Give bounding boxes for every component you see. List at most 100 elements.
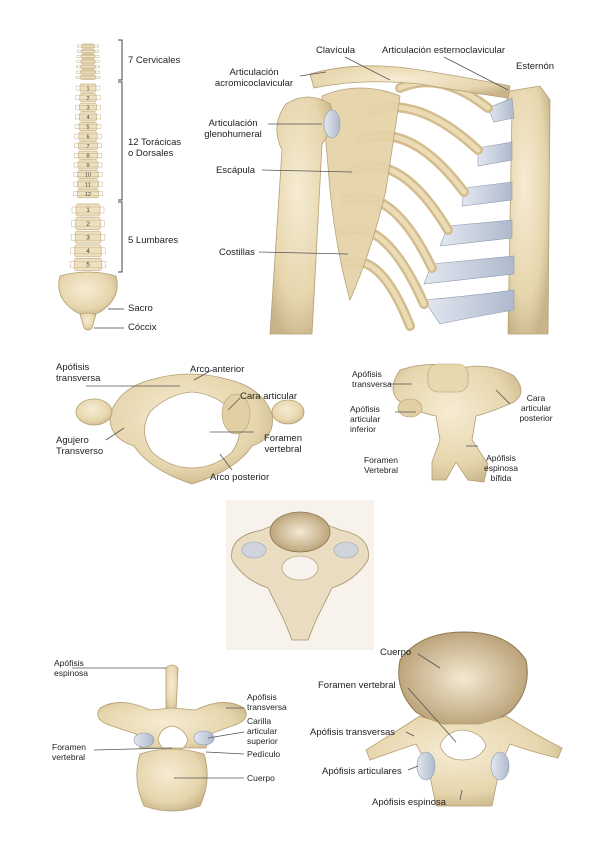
thoracic-leader-lines xyxy=(72,667,245,779)
atlas-leader-lines xyxy=(86,369,254,471)
label-cervicales: 7 Cervicales xyxy=(128,55,181,66)
sacrum-bone xyxy=(58,271,118,316)
lumbar-number-2: 2 xyxy=(86,221,90,228)
label-lum-foramen-vertebral: Foramen vertebral xyxy=(318,680,396,691)
cervical-process-1 xyxy=(77,44,99,48)
thoracic-number-6: 6 xyxy=(86,134,89,140)
label-sacro: Sacro xyxy=(128,303,153,314)
thoracic-process-10 xyxy=(73,172,103,177)
label-clavicula: Clavícula xyxy=(316,45,356,56)
thoracic-number-8: 8 xyxy=(86,154,89,160)
scapula-bone xyxy=(321,87,401,302)
cervical-vertebra-3 xyxy=(80,54,96,59)
label-art-acromioclavicular: Articulación acromicoclavicular xyxy=(214,67,294,89)
sacrum-leader-lines xyxy=(94,308,124,329)
lumbar-process-2 xyxy=(71,220,105,227)
costal-cartilages xyxy=(423,97,515,325)
label-cerv-apofisis-articular-inferior: Apófisis articular inferior xyxy=(350,404,381,434)
thoracic-process-8 xyxy=(74,153,102,158)
label-art-esternoclavicular: Articulación esternoclavicular xyxy=(382,45,506,56)
thoracic-process-9 xyxy=(73,162,103,168)
label-cara-articular: Cara articular xyxy=(240,391,298,402)
thoracic-process-1 xyxy=(75,85,101,91)
thoracic-number-9: 9 xyxy=(86,163,89,169)
coccyx-bone xyxy=(79,312,97,331)
lumbar-body xyxy=(398,631,528,726)
thoracic-number-2: 2 xyxy=(86,96,89,102)
thoracic-spinous xyxy=(165,664,179,713)
thoracic-number-5: 5 xyxy=(86,125,89,131)
thoracic-number-12: 12 xyxy=(85,192,91,198)
thoracic-process-3 xyxy=(75,105,101,110)
label-lum-apofisis-articulares: Apófisis articulares xyxy=(322,766,402,777)
cervical-vertebra-5 xyxy=(80,64,96,70)
label-agujero-transverso: Agujero Transverso xyxy=(56,435,104,457)
thoracic-number-7: 7 xyxy=(86,144,89,150)
cervical-inferior-articular xyxy=(397,398,423,418)
cervical-vertebra-4 xyxy=(80,59,96,65)
lumbar-vertebra-figure xyxy=(365,631,563,807)
label-lum-apofisis-transversas: Apófisis transversas xyxy=(310,727,396,738)
thoracic-number-10: 10 xyxy=(85,173,91,179)
vertebra-photo-figure xyxy=(226,500,374,650)
thoracic-vertebra-figure xyxy=(72,664,247,812)
thoracic-number-1: 1 xyxy=(86,86,89,92)
clavicle-bone xyxy=(309,65,511,99)
label-escapula: Escápula xyxy=(216,165,256,176)
cervical-leader-lines xyxy=(388,383,511,447)
cervical-vertebra-figure xyxy=(388,363,522,483)
atlas-right-transverse xyxy=(271,399,305,425)
photo-left-facet xyxy=(241,541,267,559)
lumbar-process-1 xyxy=(71,206,105,214)
label-tor-cuerpo: Cuerpo xyxy=(247,773,275,783)
thoracic-number-11: 11 xyxy=(85,182,91,188)
lumbar-arch xyxy=(365,715,563,807)
label-cerv-foramen-vertebral: Foramen Vertebral xyxy=(363,455,399,475)
label-tor-carilla-articular-superior: Carilla articular superior xyxy=(247,716,278,746)
lumbar-number-3: 3 xyxy=(86,234,90,241)
label-lum-cuerpo: Cuerpo xyxy=(380,647,412,658)
label-lumbares: 5 Lumbares xyxy=(128,235,179,246)
label-lum-apofisis-espinosa: Apófisis espinosa xyxy=(372,797,446,808)
glenohumeral-cartilage xyxy=(323,109,341,139)
label-toracicas: 12 Torácicas o Dorsales xyxy=(128,137,182,159)
label-arco-posterior: Arco posterior xyxy=(210,472,270,483)
thoracic-process-7 xyxy=(74,143,102,148)
cervical-vertebra-2 xyxy=(80,48,96,54)
thoracic-process-2 xyxy=(75,95,101,101)
photo-vertebra-body xyxy=(269,511,331,553)
label-tor-foramen-vertebral: Foramen vertebral xyxy=(52,742,87,762)
thorax-figure xyxy=(208,40,551,335)
thoracic-number-4: 4 xyxy=(86,115,89,121)
thorax-leader-lines xyxy=(258,56,509,255)
cervical-process-7 xyxy=(75,76,101,79)
cervical-vertebra-1 xyxy=(81,43,95,49)
cervical-process-6 xyxy=(76,70,100,74)
cervical-process-3 xyxy=(76,55,100,58)
label-coccix: Cóccix xyxy=(128,322,157,333)
thoracic-process-6 xyxy=(74,133,102,139)
atlas-figure xyxy=(75,369,305,485)
label-atlas-foramen-vertebral: Foramen vertebral xyxy=(263,433,302,455)
label-arco-anterior: Arco anterior xyxy=(190,364,245,375)
lumbar-left-articular xyxy=(416,751,436,781)
lumbar-leader-lines xyxy=(405,653,463,801)
thoracic-process-4 xyxy=(75,114,101,120)
label-atlas-apofisis-transversa: Apófisis transversa xyxy=(56,362,101,384)
label-costillas: Costillas xyxy=(219,247,255,258)
label-cerv-apofisis-espinosa-bifida: Apófisis espinosa bífida xyxy=(483,453,519,483)
thoracic-arch xyxy=(97,702,247,753)
cervical-process-2 xyxy=(77,50,99,53)
cervical-vertebra-7 xyxy=(79,74,97,80)
label-art-glenohumeral: Articulación glenohumeral xyxy=(204,118,262,140)
thoracic-left-facet xyxy=(133,732,155,748)
photo-right-facet xyxy=(333,541,359,559)
label-cerv-apofisis-transversa: Apófisis transversa xyxy=(352,369,392,389)
lumbar-number-5: 5 xyxy=(86,262,90,269)
atlas-articular-facet xyxy=(221,393,251,435)
cervical-process-5 xyxy=(76,65,100,69)
thoracic-number-3: 3 xyxy=(86,106,89,112)
